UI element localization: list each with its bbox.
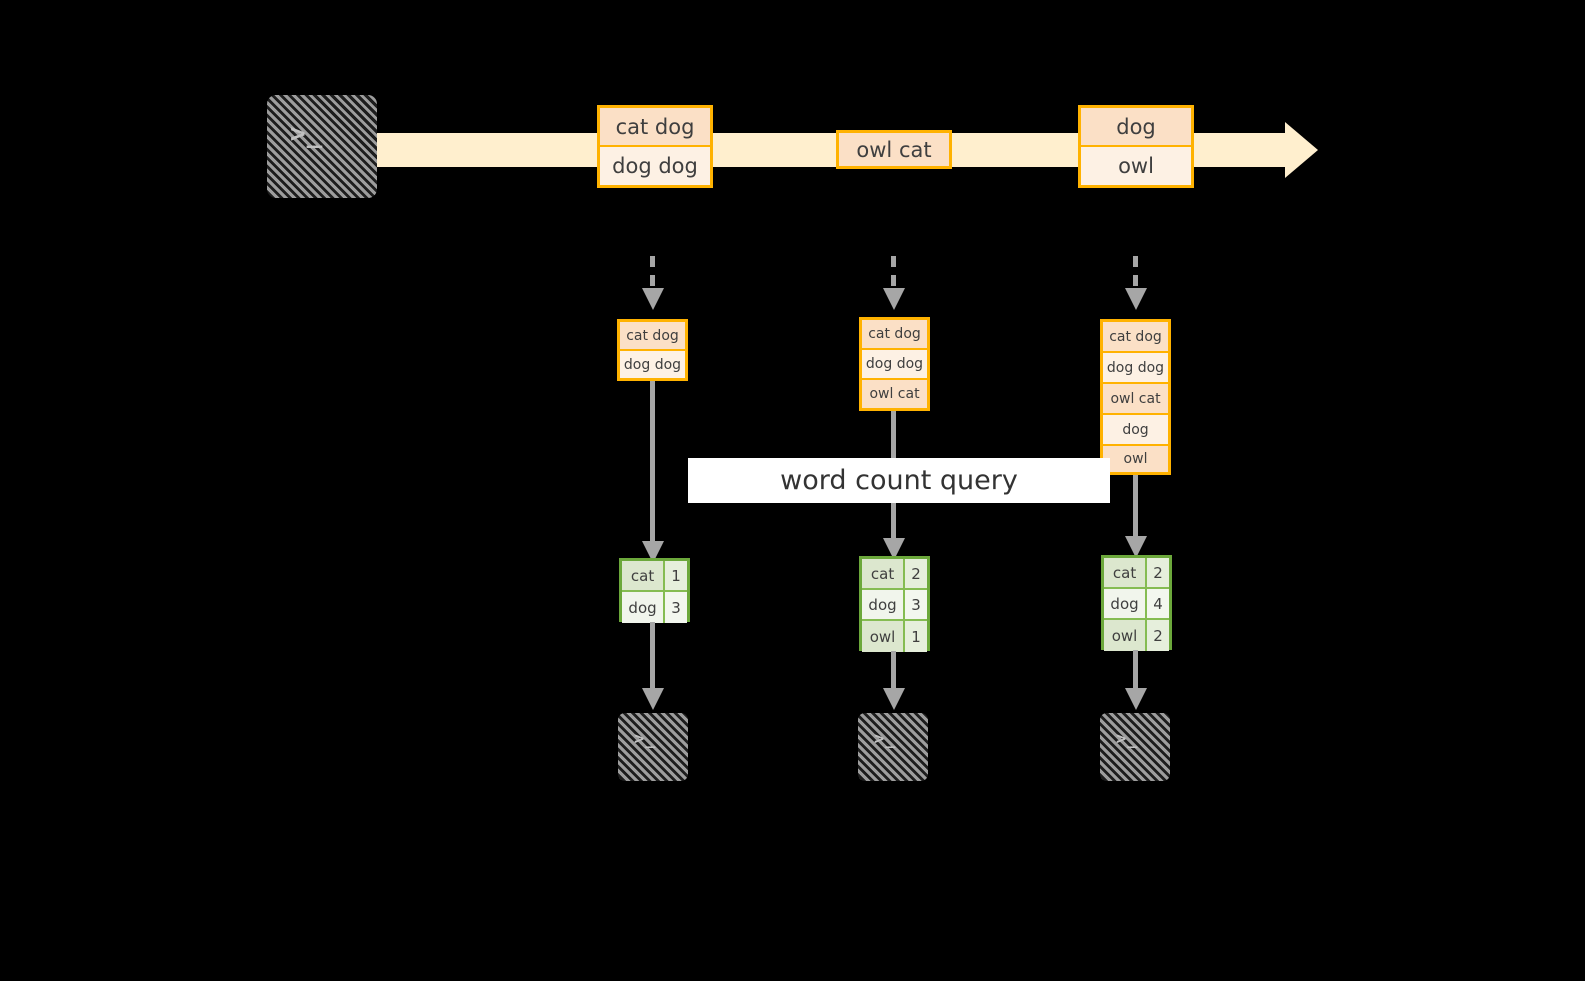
connector-arrow-head	[642, 541, 664, 563]
stream-record-row: dog dog	[600, 147, 710, 185]
stream-record-2: owl cat	[836, 130, 952, 169]
connector-arrow-head	[883, 538, 905, 560]
result-count-cell: 3	[665, 592, 687, 623]
snapshot-input-row: cat dog	[862, 320, 927, 350]
snapshot-3-result-table: cat 2 dog 4 owl 2	[1101, 555, 1172, 651]
connector-shaft	[1133, 475, 1138, 541]
result-word-cell: owl	[862, 621, 906, 652]
word-count-query-banner: word count query	[688, 458, 1110, 503]
stream-record-row: cat dog	[600, 108, 710, 147]
result-word-cell: owl	[1104, 620, 1148, 651]
result-word-cell: dog	[622, 592, 666, 623]
connector-arrow-head	[883, 288, 905, 310]
snapshot-1-result-table: cat 1 dog 3	[619, 558, 690, 623]
result-count-cell: 2	[1147, 558, 1169, 587]
result-word-cell: dog	[862, 590, 906, 619]
result-row: cat 2	[862, 559, 927, 590]
terminal-prompt-glyph: >_	[1116, 729, 1139, 749]
result-word-cell: cat	[862, 559, 906, 588]
result-row: dog 3	[862, 590, 927, 621]
connector-dashed-shaft	[891, 256, 896, 290]
result-row: dog 4	[1104, 589, 1169, 620]
snapshot-input-row: owl	[1103, 446, 1168, 472]
terminal-prompt-glyph: >_	[634, 729, 657, 749]
snapshot-input-row: dog dog	[620, 351, 685, 378]
snapshot-3-input-box: cat dog dog dog owl cat dog owl	[1100, 319, 1171, 475]
connector-shaft	[891, 651, 896, 690]
result-word-cell: dog	[1104, 589, 1148, 618]
snapshot-input-row: cat dog	[1103, 322, 1168, 353]
terminal-prompt-glyph: >_	[290, 119, 324, 149]
snapshot-2-result-table: cat 2 dog 3 owl 1	[859, 556, 930, 652]
connector-shaft	[650, 622, 655, 690]
snapshot-1-sink-terminal-icon[interactable]: >_	[618, 713, 688, 781]
terminal-prompt-glyph: >_	[874, 729, 897, 749]
source-terminal-icon[interactable]: >_	[267, 95, 377, 198]
stream-record-3: dog owl	[1078, 105, 1194, 188]
result-row: dog 3	[622, 592, 687, 623]
result-word-cell: cat	[622, 561, 666, 590]
result-count-cell: 2	[1147, 620, 1169, 651]
result-row: cat 2	[1104, 558, 1169, 589]
connector-arrow-head	[642, 688, 664, 710]
connector-arrow-head	[1125, 536, 1147, 558]
snapshot-input-row: dog dog	[1103, 353, 1168, 384]
result-count-cell: 1	[905, 621, 927, 652]
snapshot-input-row: dog	[1103, 415, 1168, 446]
snapshot-2-sink-terminal-icon[interactable]: >_	[858, 713, 928, 781]
snapshot-input-row: cat dog	[620, 322, 685, 351]
stream-record-1: cat dog dog dog	[597, 105, 713, 188]
result-count-cell: 2	[905, 559, 927, 588]
snapshot-3-sink-terminal-icon[interactable]: >_	[1100, 713, 1170, 781]
result-count-cell: 3	[905, 590, 927, 619]
result-row: cat 1	[622, 561, 687, 592]
connector-shaft	[650, 381, 655, 544]
result-row: owl 1	[862, 621, 927, 652]
stream-record-row: owl cat	[839, 133, 949, 166]
result-word-cell: cat	[1104, 558, 1148, 587]
connector-arrow-head	[1125, 688, 1147, 710]
stream-record-row: owl	[1081, 147, 1191, 185]
snapshot-input-row: owl cat	[862, 380, 927, 408]
result-count-cell: 4	[1147, 589, 1169, 618]
result-row: owl 2	[1104, 620, 1169, 651]
snapshot-input-row: dog dog	[862, 350, 927, 380]
connector-arrow-head	[883, 688, 905, 710]
connector-dashed-shaft	[650, 256, 655, 290]
snapshot-2-input-box: cat dog dog dog owl cat	[859, 317, 930, 411]
connector-arrow-head	[1125, 288, 1147, 310]
stream-record-row: dog	[1081, 108, 1191, 147]
connector-shaft	[1133, 650, 1138, 690]
snapshot-1-input-box: cat dog dog dog	[617, 319, 688, 381]
result-count-cell: 1	[665, 561, 687, 590]
connector-dashed-shaft	[1133, 256, 1138, 290]
stream-arrow-head	[1285, 122, 1318, 178]
connector-arrow-head	[642, 288, 664, 310]
snapshot-input-row: owl cat	[1103, 384, 1168, 415]
